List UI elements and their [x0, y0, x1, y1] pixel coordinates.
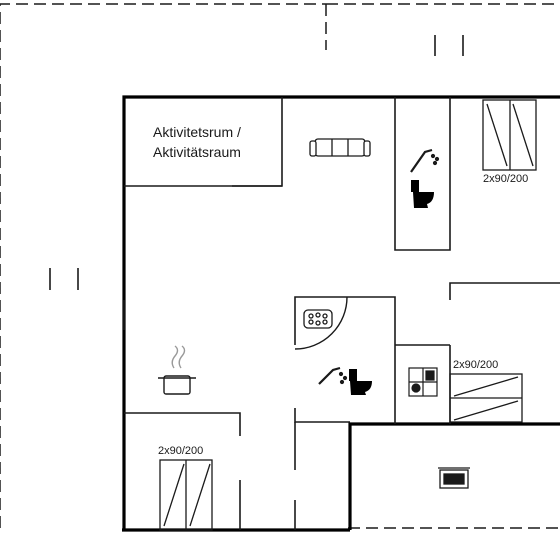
- whirlpool-icon: [303, 309, 333, 329]
- bed-top-right: [482, 99, 537, 171]
- sofa-icon: [309, 138, 371, 157]
- activity-room-label-line2: Aktivitätsraum: [153, 144, 241, 160]
- outer-boundary: [0, 3, 560, 529]
- shower-icon-2: [318, 366, 348, 385]
- bed-bottom-left: [159, 459, 213, 531]
- interior-walls: [123, 97, 560, 530]
- exterior-walls: [122, 95, 560, 532]
- toilet-icon-2: [349, 369, 372, 395]
- tv-icon: [438, 467, 470, 489]
- bed-size-label-top-right: 2x90/200: [483, 173, 529, 185]
- activity-room-label-line1: Aktivitetsrum /: [153, 124, 241, 140]
- bed-size-label-bottom-left: 2x90/200: [158, 445, 204, 457]
- window-markers: [49, 35, 464, 290]
- cooking-pot-icon: [158, 345, 196, 395]
- door-swing: [294, 296, 348, 350]
- toilet-icon: [411, 180, 434, 208]
- bed-size-label-mid-right: 2x90/200: [453, 359, 499, 371]
- laundry-icon: [408, 367, 438, 397]
- bed-mid-right: [449, 373, 523, 423]
- shower-icon: [410, 148, 440, 173]
